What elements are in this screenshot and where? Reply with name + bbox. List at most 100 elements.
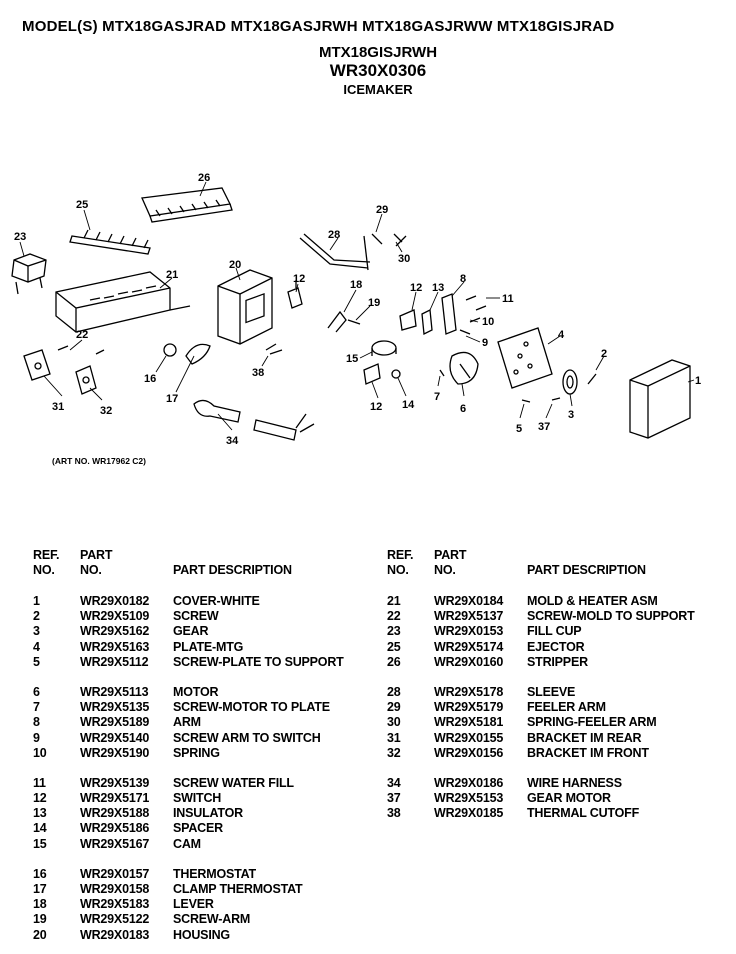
feeler-arm-part [299,233,407,271]
callout-12a: 12 [293,273,305,285]
callout-30: 30 [398,253,410,265]
part-description: SCREW [173,609,219,624]
switch-part-upper [287,280,303,309]
part-number: WR29X0160 [434,654,504,669]
small-screws [57,329,597,403]
callout-6: 6 [460,403,466,415]
callout-12b: 12 [410,282,422,294]
mold-heater-part [55,271,191,333]
part-description: BRACKET IM REAR [527,730,642,745]
ref-number: 3 [33,624,40,639]
ref-number: 25 [387,639,401,654]
assembly-subtitle: ICEMAKER [343,82,413,97]
part-description: MOTOR [173,684,219,699]
part-description: SPRING [173,745,220,760]
ref-number: 30 [387,715,401,730]
part-number: WR29X0185 [434,806,504,821]
thermostat-part [163,343,211,365]
callout-11: 11 [502,293,514,305]
ref-number: 15 [33,836,47,851]
part-description: INSULATOR [173,806,243,821]
part-number: WR29X5122 [80,912,150,927]
callout-20: 20 [229,259,241,271]
part-description: SCREW ARM TO SWITCH [173,730,321,745]
callout-26: 26 [198,172,210,184]
callout-29: 29 [376,204,388,216]
ref-number: 32 [387,745,401,760]
callout-5: 5 [516,423,522,435]
description-header: PART DESCRIPTION [173,563,292,577]
part-number: WR29X5162 [80,624,150,639]
ref-number: 21 [387,594,401,608]
part-number: WR29X0186 [434,775,504,790]
exploded-parts-diagram: 26 25 23 21 20 12 28 29 30 18 19 12 13 8… [0,160,736,470]
callout-23: 23 [14,231,26,243]
ref-header-line2: NO. [387,563,409,577]
cover-part [629,359,691,439]
part-number: WR29X0158 [80,882,150,896]
group-spacer [33,670,383,685]
art-number: (ART NO. WR17962 C2) [52,456,146,466]
table-header-right: REF. NO. PART NO. PART DESCRIPTION [387,548,732,582]
ref-number: 8 [33,715,40,730]
cam-part [363,340,401,385]
ref-number: 9 [33,730,40,745]
table-header-left: REF. NO. PART NO. PART DESCRIPTION [33,548,383,582]
part-description: THERMOSTAT [173,866,256,881]
part-description: SCREW-PLATE TO SUPPORT [173,654,344,669]
mounting-plate-part [497,327,553,389]
ref-number: 12 [33,791,47,806]
ref-number: 17 [33,882,47,896]
housing-part [217,269,273,345]
ref-header-line1: REF. [33,548,60,562]
part-description: SCREW WATER FILL [173,775,294,790]
part-number: WR29X0155 [434,730,504,745]
ref-number: 38 [387,806,401,821]
part-header-line1: PART [80,548,113,562]
part-header-line2: NO. [434,563,456,577]
ref-number: 4 [33,639,40,654]
description-header: PART DESCRIPTION [527,563,646,577]
callout-32: 32 [100,405,112,417]
part-number: WR29X5189 [80,715,150,730]
ref-number: 7 [33,700,40,715]
ref-number: 11 [33,775,46,790]
part-number: WR29X5181 [434,715,504,730]
callout-19: 19 [368,297,380,309]
ref-number: 6 [33,684,40,699]
part-description: SPACER [173,821,223,836]
callout-10: 10 [482,316,494,328]
models-line-1: MODEL(S) MTX18GASJRAD MTX18GASJRWH MTX18… [22,18,615,35]
part-number: WR29X5163 [80,639,150,654]
callout-2: 2 [601,348,607,360]
bracket-rear-part [23,349,51,381]
wire-harness-part [193,399,315,441]
part-number: WR29X5137 [434,609,504,624]
ref-number: 34 [387,775,401,790]
part-number-title: WR30X0306 [329,61,427,80]
part-number: WR29X0153 [434,624,504,639]
ejector-part [69,229,151,255]
